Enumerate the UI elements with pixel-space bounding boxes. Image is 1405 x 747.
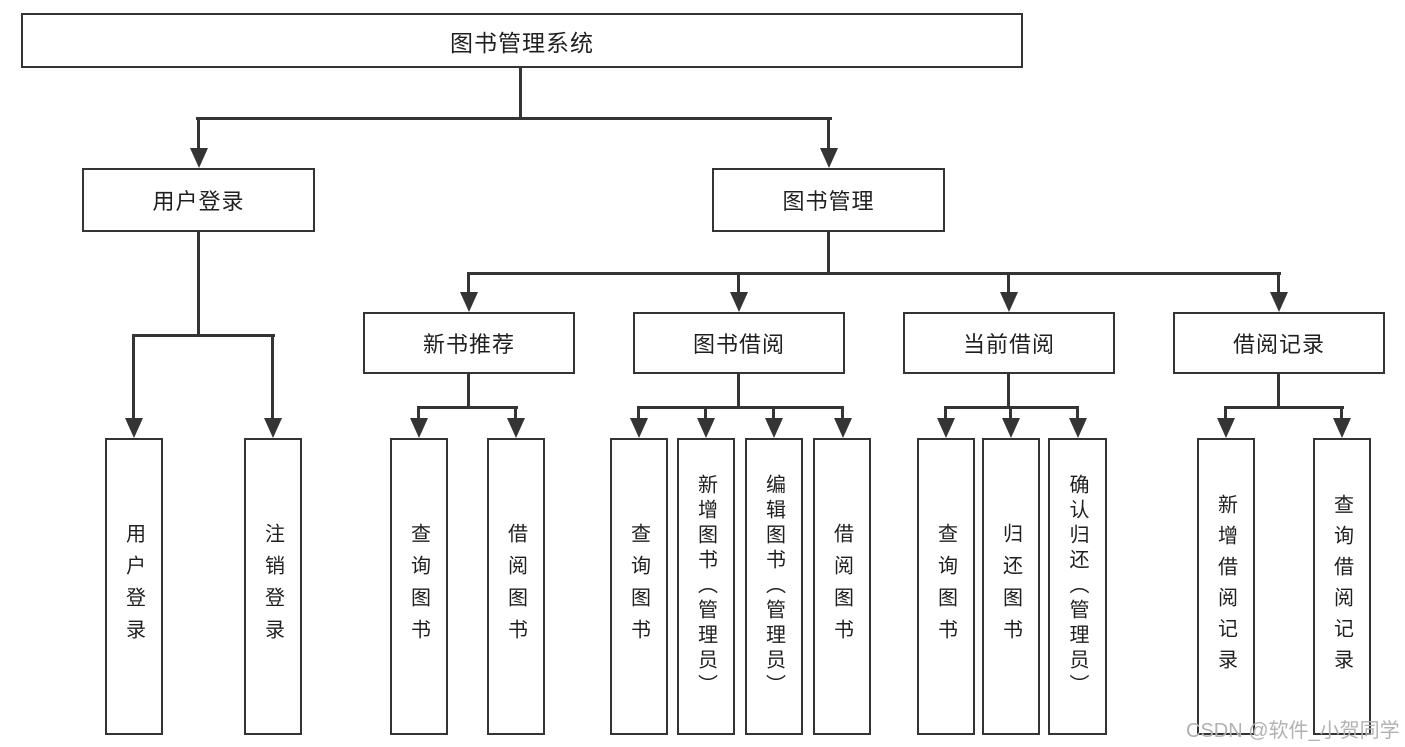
connector-drop-book-mgmt: [827, 117, 830, 150]
arrow-down-icon: [125, 418, 143, 438]
connector-drop-leaf: [637, 406, 640, 420]
connector-level2-bar: [196, 117, 832, 120]
node-leaf-query-books-recommend: 查询图书: [390, 438, 448, 735]
arrow-down-icon: [410, 418, 428, 438]
node-leaf-add-books-admin: 新增图书（管理员）: [677, 438, 735, 735]
node-current-borrowing: 当前借阅: [903, 312, 1115, 374]
node-label: 查询图书: [627, 522, 650, 651]
node-leaf-logout: 注销登录: [244, 438, 302, 735]
connector-user-login-stem: [197, 232, 200, 337]
node-new-book-recommend: 新书推荐: [363, 312, 575, 374]
arrow-down-icon: [1069, 418, 1087, 438]
connector-level3-bar: [467, 272, 1281, 275]
connector-drop-user-login: [197, 117, 200, 150]
arrow-down-icon: [264, 418, 282, 438]
node-label: 图书借阅: [692, 332, 785, 357]
node-label: 借阅图书: [504, 522, 527, 651]
node-label: 查询图书: [407, 522, 430, 651]
node-user-login: 用户登录: [82, 168, 315, 232]
arrow-down-icon: [765, 418, 783, 438]
connector-drop-leaf: [1224, 406, 1227, 420]
node-label: 归还图书: [999, 522, 1022, 651]
node-leaf-edit-books-admin: 编辑图书（管理员）: [745, 438, 803, 735]
connector-drop-leaf: [704, 406, 707, 420]
connector-drop-leaf: [417, 406, 420, 420]
node-label: 编辑图书（管理员）: [762, 474, 785, 699]
node-leaf-borrow-books-recommend: 借阅图书: [487, 438, 545, 735]
connector-drop-book-borrow: [737, 272, 740, 294]
node-leaf-confirm-return-admin: 确认归还（管理员）: [1048, 438, 1107, 735]
connector-drop-current-borrow: [1007, 272, 1010, 294]
connector-drop-leaf: [841, 406, 844, 420]
node-leaf-borrow-books: 借阅图书: [813, 438, 871, 735]
node-leaf-query-books-current: 查询图书: [917, 438, 975, 735]
arrow-down-icon: [1000, 292, 1018, 312]
node-label: 查询图书: [934, 522, 957, 651]
connector-drop-leaf: [944, 406, 947, 420]
arrow-down-icon: [630, 418, 648, 438]
arrow-down-icon: [937, 418, 955, 438]
connector-book-borrow-bar: [637, 406, 844, 409]
connector-drop-leaf: [1009, 406, 1012, 420]
arrow-down-icon: [460, 292, 478, 312]
arrow-down-icon: [507, 418, 525, 438]
node-label: 借阅记录: [1232, 332, 1325, 357]
connector-drop-new-book: [467, 272, 470, 294]
node-label: 借阅图书: [830, 522, 853, 651]
node-borrow-records: 借阅记录: [1173, 312, 1385, 374]
node-label: 查询借阅记录: [1330, 493, 1353, 680]
connector-drop-leaf: [772, 406, 775, 420]
node-book-borrowing: 图书借阅: [633, 312, 845, 374]
connector-current-borrow-stem: [1007, 374, 1010, 409]
arrow-down-icon: [1333, 418, 1351, 438]
connector-drop-leaf: [1076, 406, 1079, 420]
node-library-management-system: 图书管理系统: [21, 13, 1023, 68]
node-label: 确认归还（管理员）: [1066, 474, 1088, 699]
node-leaf-add-borrow-record: 新增借阅记录: [1197, 438, 1255, 735]
node-book-management: 图书管理: [712, 168, 945, 232]
connector-drop-borrow-record: [1277, 272, 1280, 294]
node-label: 新增借阅记录: [1214, 493, 1237, 680]
node-label: 当前借阅: [962, 332, 1055, 357]
arrow-down-icon: [834, 418, 852, 438]
csdn-watermark: CSDN @软件_小贺同学: [1186, 720, 1400, 742]
node-label: 图书管理系统: [450, 29, 594, 56]
connector-drop-logout-leaf: [271, 334, 274, 420]
connector-drop-leaf: [1340, 406, 1343, 420]
node-label: 图书管理: [782, 189, 875, 214]
arrow-down-icon: [1002, 418, 1020, 438]
connector-root-stem: [519, 68, 522, 120]
connector-drop-leaf: [514, 406, 517, 420]
node-label: 新增图书（管理员）: [694, 474, 717, 699]
connector-borrow-record-bar: [1224, 406, 1344, 409]
node-leaf-user-login: 用户登录: [105, 438, 163, 735]
node-leaf-query-books-borrow: 查询图书: [610, 438, 668, 735]
connector-new-book-bar: [417, 406, 518, 409]
arrow-down-icon: [1270, 292, 1288, 312]
node-label: 注销登录: [261, 522, 284, 651]
node-label: 用户登录: [122, 522, 145, 651]
connector-book-mgmt-stem: [827, 232, 830, 275]
node-leaf-return-books: 归还图书: [982, 438, 1040, 735]
connector-drop-login-leaf: [132, 334, 135, 420]
node-label: 新书推荐: [422, 332, 515, 357]
node-leaf-query-borrow-record: 查询借阅记录: [1313, 438, 1371, 735]
connector-borrow-record-stem: [1277, 374, 1280, 409]
connector-user-login-bar: [132, 334, 275, 337]
arrow-down-icon: [1217, 418, 1235, 438]
arrow-down-icon: [190, 148, 208, 168]
arrow-down-icon: [820, 148, 838, 168]
connector-book-borrow-stem: [737, 374, 740, 409]
arrow-down-icon: [730, 292, 748, 312]
arrow-down-icon: [697, 418, 715, 438]
connector-new-book-stem: [467, 374, 470, 409]
node-label: 用户登录: [152, 189, 245, 214]
